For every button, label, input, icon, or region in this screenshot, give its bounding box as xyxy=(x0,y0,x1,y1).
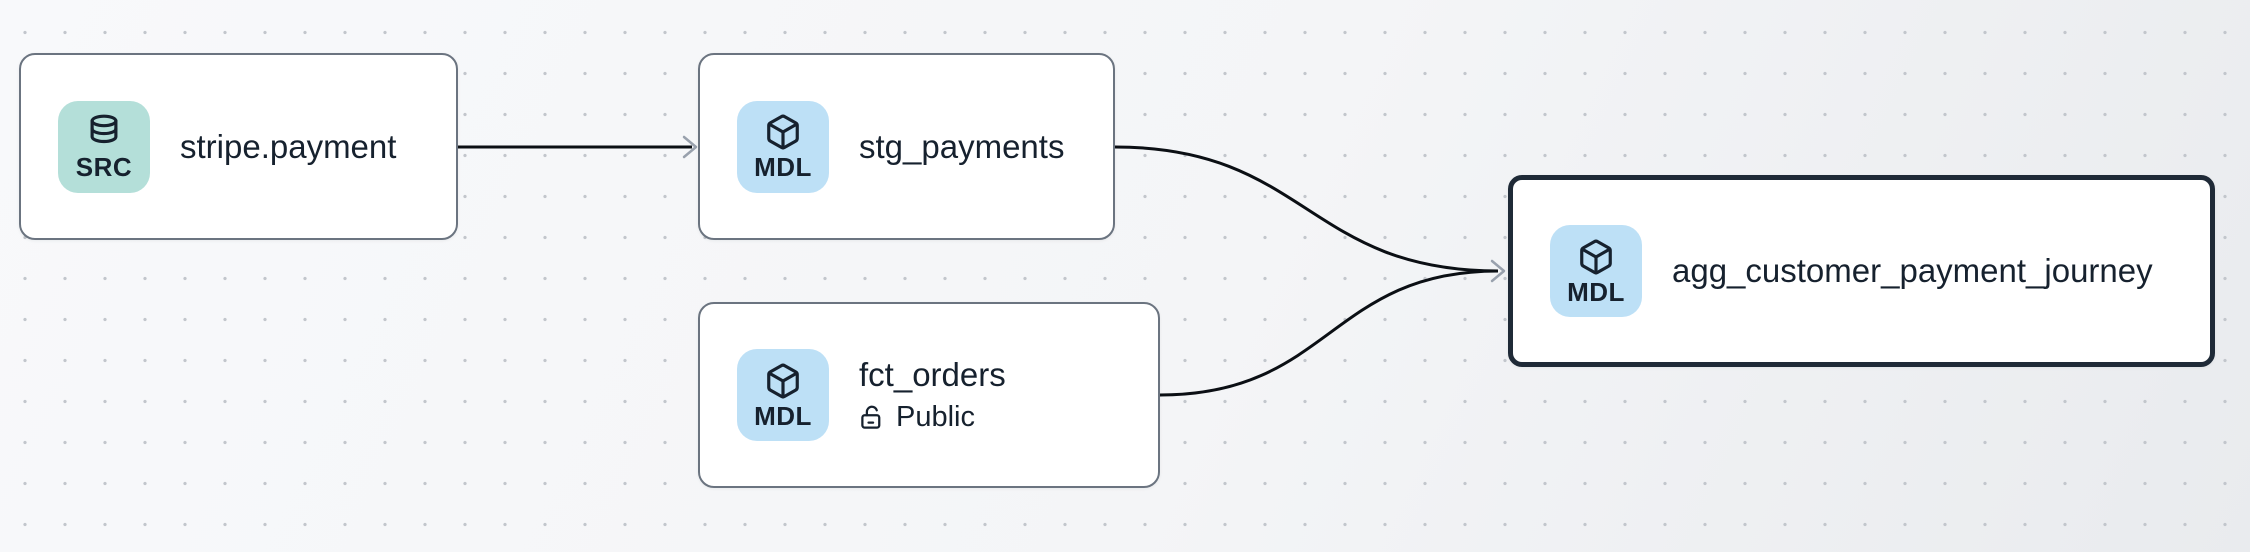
edge-fct-orders-to-agg xyxy=(1159,269,1499,397)
cube-icon xyxy=(764,113,802,151)
model-type-badge: MDL xyxy=(1550,225,1642,317)
access-label: Public xyxy=(896,400,975,433)
node-title: stg_payments xyxy=(859,127,1065,165)
badge-label: MDL xyxy=(754,152,812,182)
arrowhead-icon xyxy=(682,135,698,159)
edge-stg-payments-to-agg xyxy=(1114,145,1499,273)
node-title: agg_customer_payment_journey xyxy=(1672,252,2153,290)
cube-icon xyxy=(1577,238,1615,276)
node-title: stripe.payment xyxy=(180,127,397,165)
access-row: Public xyxy=(859,401,1006,434)
arrowhead-icon xyxy=(1490,259,1506,283)
source-type-badge: SRC xyxy=(58,100,150,193)
node-title: fct_orders xyxy=(859,356,1006,394)
node-stg-payments[interactable]: MDL stg_payments xyxy=(698,53,1115,240)
node-agg-customer-payment-journey[interactable]: MDL agg_customer_payment_journey xyxy=(1508,175,2215,367)
node-stripe-payment[interactable]: SRC stripe.payment xyxy=(19,53,458,240)
database-icon xyxy=(85,113,123,151)
node-fct-orders[interactable]: MDL fct_orders Public xyxy=(698,302,1160,488)
cube-icon xyxy=(764,362,802,400)
badge-label: MDL xyxy=(1567,276,1625,307)
model-type-badge: MDL xyxy=(737,100,829,193)
unlock-icon xyxy=(859,404,886,431)
badge-label: MDL xyxy=(754,400,812,431)
model-type-badge: MDL xyxy=(737,349,829,441)
badge-label: SRC xyxy=(75,152,133,182)
